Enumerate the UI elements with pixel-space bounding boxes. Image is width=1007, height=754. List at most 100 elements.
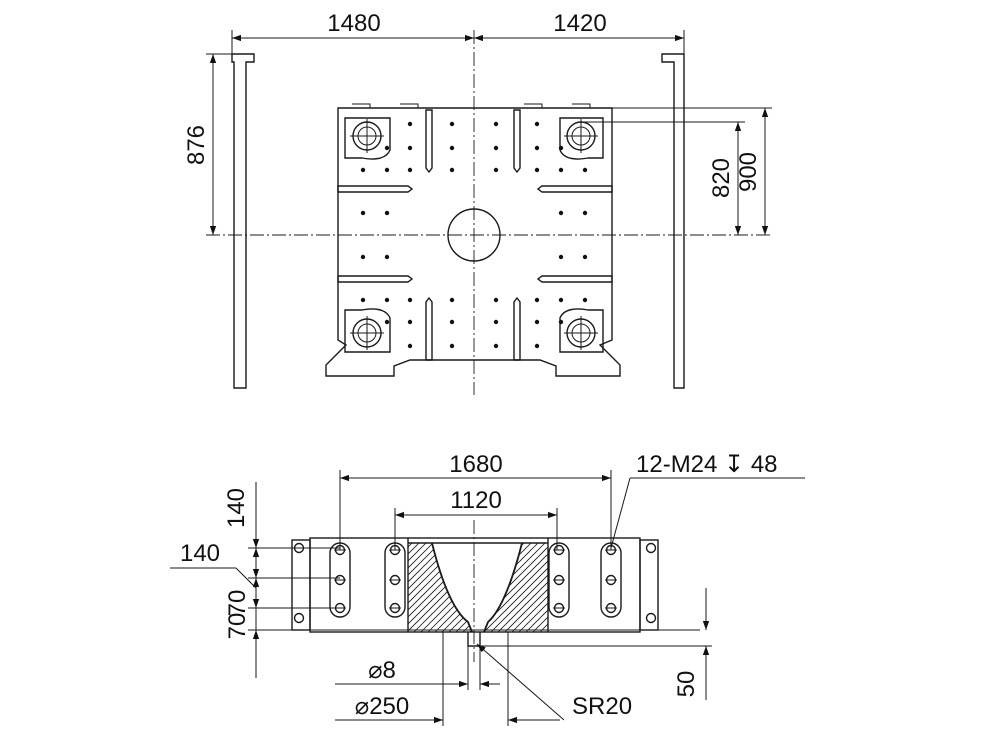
- left-tie-bar: [231, 53, 255, 389]
- hatch-line: [484, 543, 548, 632]
- dim-cavity-span: 1120: [394, 487, 558, 550]
- corner-hole-bottom-right: [564, 316, 598, 350]
- dim-pin-height: 50: [480, 588, 712, 700]
- dim-1120: 1120: [450, 487, 502, 514]
- dim-140-mid: 140: [180, 540, 220, 567]
- cavity-wall-right: [483, 542, 523, 633]
- pocket-top-left: [344, 117, 391, 160]
- corner-hole-top-right: [564, 119, 598, 153]
- hatch-line: [489, 543, 548, 632]
- hatch-line: [440, 543, 472, 632]
- hatch-line: [503, 543, 548, 632]
- hatch-line: [408, 543, 419, 632]
- tapped-hole: [449, 121, 455, 127]
- hatch-line: [616, 530, 726, 640]
- hatch-line: [637, 530, 747, 640]
- pocket-bottom-left: [344, 308, 391, 353]
- tapped-hole: [582, 254, 588, 260]
- tapped-hole: [407, 145, 413, 151]
- dim-bore-diameter: ⌀250: [335, 632, 560, 726]
- tapped-hole: [493, 297, 499, 303]
- pocket-bottom-right: [559, 308, 604, 353]
- hatch-line: [644, 530, 754, 640]
- hatch-line: [517, 543, 548, 632]
- tapped-hole: [534, 167, 540, 173]
- hatch-line: [408, 543, 472, 632]
- hatch-line: [658, 530, 768, 640]
- hatch-line: [574, 530, 684, 640]
- hatch-line: [484, 543, 548, 632]
- tapped-hole: [493, 343, 499, 349]
- cavity-section: [280, 530, 768, 640]
- dim-1680: 1680: [449, 451, 502, 478]
- hatch-line: [588, 530, 698, 640]
- hatch-line: [581, 530, 691, 640]
- dim-876: 876: [183, 125, 210, 165]
- corner-hole-top-left: [350, 119, 384, 153]
- tapped-hole: [384, 145, 390, 151]
- hatch-line: [581, 530, 691, 640]
- tapped-hole: [534, 343, 540, 349]
- tapped-slot-inner-right: [548, 542, 570, 618]
- hatch-line: [426, 543, 472, 632]
- tapped-hole: [407, 319, 413, 325]
- tapped-holes-section-view: [334, 544, 617, 614]
- thread-depth: 48: [751, 451, 778, 478]
- tapped-hole: [558, 167, 564, 173]
- hatch-line: [567, 530, 677, 640]
- tapped-hole: [449, 343, 455, 349]
- ejector-pin: [467, 632, 481, 647]
- t-slots: [337, 109, 613, 361]
- dim-70-a: 70: [224, 590, 251, 617]
- hatch-line: [524, 543, 548, 632]
- tapped-hole: [493, 145, 499, 151]
- dim-dia-250: ⌀250: [355, 693, 410, 720]
- tapped-hole: [407, 343, 413, 349]
- top-view: 1480 1420 876 820 900: [183, 10, 772, 395]
- platen-top-lugs: [352, 103, 591, 108]
- tapped-hole: [449, 145, 455, 151]
- right-tie-bar: [661, 53, 685, 389]
- tapped-hole: [360, 167, 366, 173]
- dim-900: 900: [735, 152, 762, 192]
- cavity-wall-left: [431, 542, 473, 633]
- hatch-line: [574, 530, 684, 640]
- hatch-line: [280, 530, 390, 640]
- tapped-hole: [534, 121, 540, 127]
- dim-sr20: SR20: [572, 693, 632, 720]
- tapped-hole: [449, 167, 455, 173]
- tapped-hole: [384, 167, 390, 173]
- hatch-line: [419, 543, 472, 632]
- hatch-line: [496, 543, 548, 632]
- hatch-line: [616, 530, 726, 640]
- hatch-line: [408, 543, 433, 632]
- hatch-line: [408, 543, 447, 632]
- tapped-hole: [582, 167, 588, 173]
- tapped-hole: [493, 167, 499, 173]
- dim-hole-span: 1680: [339, 451, 612, 550]
- hatch-line: [308, 530, 418, 640]
- hatch-line: [567, 530, 677, 640]
- hatch-line: [408, 543, 440, 632]
- sphere-radius-callout: SR20: [476, 643, 632, 721]
- tapped-hole: [558, 254, 564, 260]
- dim-overall-width: 1480 1420: [231, 10, 685, 54]
- hatch-line: [609, 530, 719, 640]
- tapped-hole: [558, 297, 564, 303]
- tapped-hole: [493, 319, 499, 325]
- hatch-line: [560, 530, 670, 640]
- tapped-hole: [558, 319, 564, 325]
- dim-left-stack: 140 140 70 70: [170, 482, 340, 678]
- dim-pin-diameter: ⌀8: [335, 646, 500, 690]
- dim-1480: 1480: [327, 10, 380, 37]
- dim-50: 50: [673, 671, 700, 698]
- tapped-hole: [558, 210, 564, 216]
- tapped-hole: [360, 297, 366, 303]
- hatch-line: [560, 530, 670, 640]
- hatch-line: [637, 530, 747, 640]
- tapped-hole: [384, 297, 390, 303]
- tapped-hole: [407, 121, 413, 127]
- dim-1420: 1420: [553, 10, 606, 37]
- dim-820: 820: [708, 158, 735, 198]
- pocket-top-right: [559, 117, 604, 160]
